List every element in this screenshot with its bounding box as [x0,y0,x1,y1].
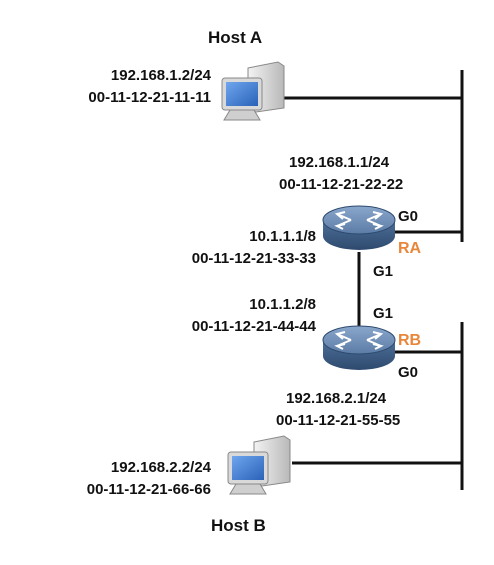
host-b-computer-icon [227,435,291,495]
ra-g1-label: G1 [373,263,394,280]
rb-g1-label: G1 [373,305,394,322]
ra-g0-mac: 00-11-12-21-22-22 [279,176,404,193]
ra-g1-ip: 10.1.1.1/8 [249,228,316,245]
host-a-mac: 00-11-12-21-11-11 [88,89,211,106]
host-b-ip: 192.168.2.2/24 [110,459,211,476]
host-b-title: Host B [211,516,266,535]
host-b-mac: 00-11-12-21-66-66 [86,481,211,498]
host-a-ip: 192.168.1.2/24 [110,67,211,84]
rb-g0-mac: 00-11-12-21-55-55 [276,412,401,429]
router-rb-icon [322,325,396,370]
rb-g1-ip: 10.1.1.2/8 [249,296,316,313]
rb-g0-ip: 192.168.2.1/24 [286,390,387,407]
router-ra-icon [322,205,396,250]
ra-name: RA [398,240,422,257]
ra-g0-ip: 192.168.1.1/24 [289,154,390,171]
host-a-title: Host A [208,28,263,47]
rb-name: RB [398,332,422,349]
rb-g1-mac: 00-11-12-21-44-44 [191,318,316,335]
ra-g1-mac: 00-11-12-21-33-33 [191,250,316,267]
ra-g0-label: G0 [398,208,419,225]
rb-g0-label: G0 [398,364,419,381]
host-a-computer-icon [221,61,285,121]
